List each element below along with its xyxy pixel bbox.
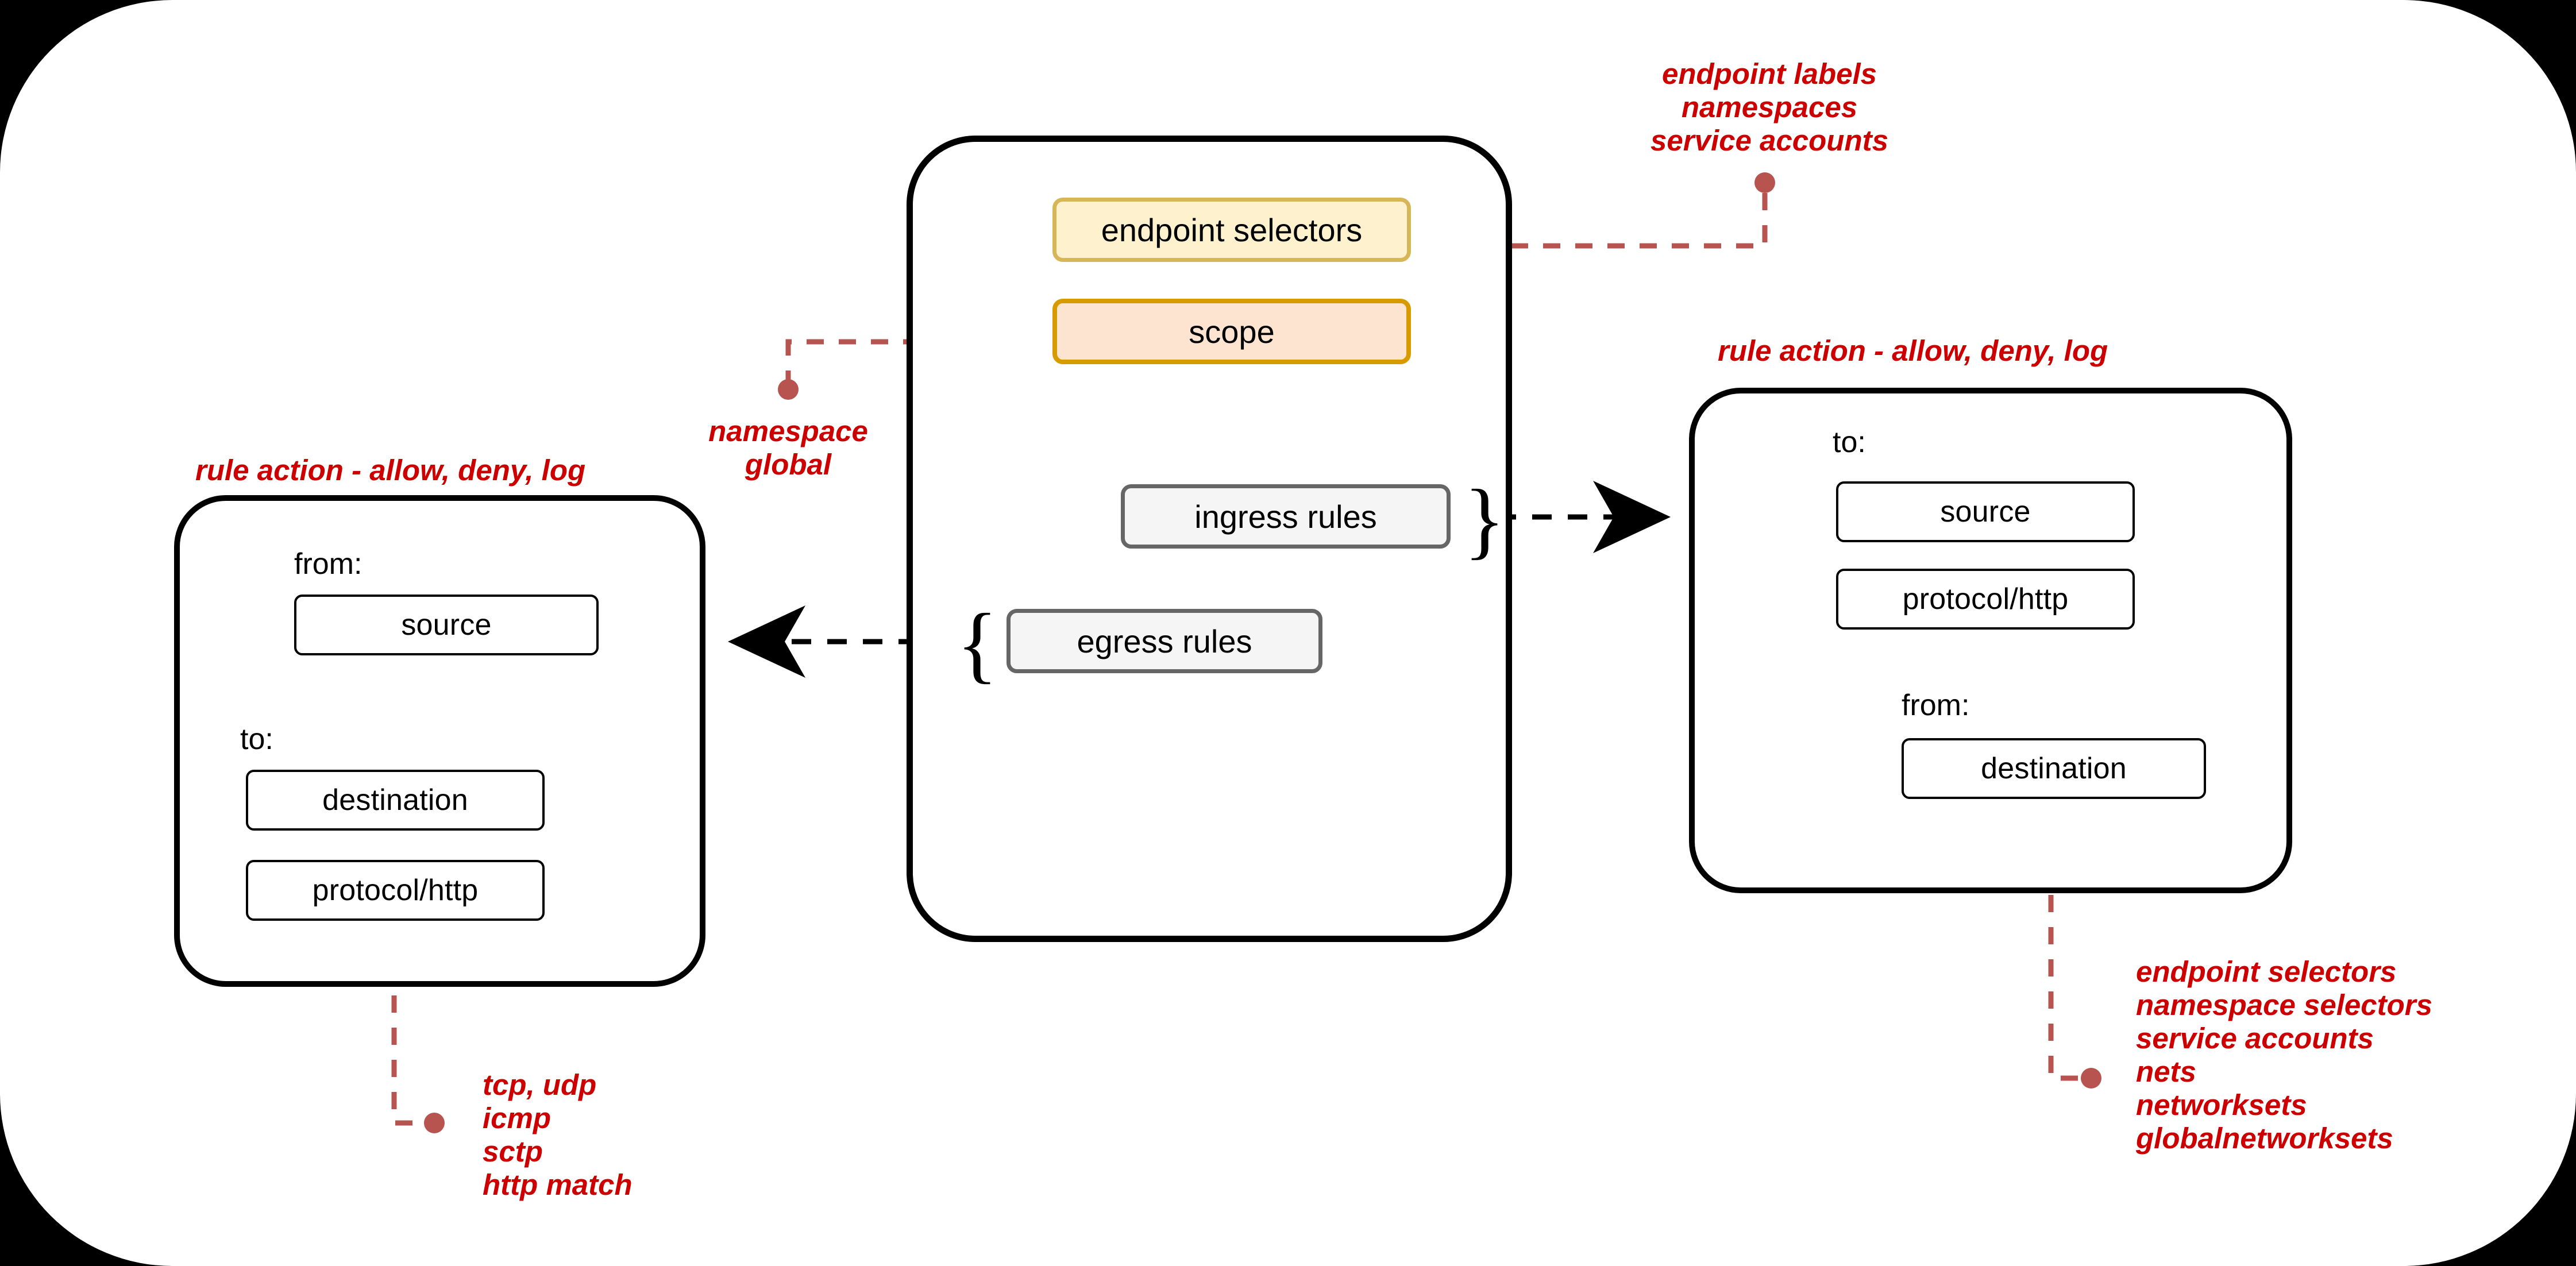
- egress-to-destination-label: destination: [322, 783, 468, 817]
- egress-to-label: to:: [240, 723, 273, 756]
- endpoint-selectors-note: endpoint labels namespaces service accou…: [1651, 57, 1888, 157]
- ingress-rule-action-annotation: rule action - allow, deny, log: [1718, 334, 2108, 367]
- ingress-from-label: from:: [1902, 689, 1970, 722]
- egress-rule-action-annotation: rule action - allow, deny, log: [195, 454, 586, 487]
- egress-from-source-box[interactable]: source: [294, 595, 599, 655]
- scope-note: namespace global: [708, 415, 868, 481]
- ingress-to-protocol-box[interactable]: protocol/http: [1836, 569, 2135, 630]
- protocol-note: tcp, udp icmp sctp http match: [483, 1068, 633, 1201]
- egress-rules-box[interactable]: egress rules: [1007, 609, 1322, 673]
- egress-from-label: from:: [294, 547, 363, 581]
- ingress-rule-box: [1689, 388, 2292, 893]
- ingress-brace-icon: }: [1464, 472, 1505, 568]
- egress-rule-box: [174, 495, 705, 987]
- ingress-rules-label: ingress rules: [1194, 498, 1377, 535]
- egress-to-protocol-box[interactable]: protocol/http: [246, 860, 545, 921]
- scope-label: scope: [1189, 313, 1275, 350]
- egress-from-source-label: source: [401, 608, 492, 642]
- ingress-to-label: to:: [1833, 426, 1866, 459]
- egress-brace-icon: {: [957, 596, 998, 692]
- ingress-to-protocol-label: protocol/http: [1902, 582, 2069, 616]
- egress-to-protocol-label: protocol/http: [312, 874, 479, 907]
- ingress-to-source-box[interactable]: source: [1836, 481, 2135, 542]
- egress-rules-label: egress rules: [1077, 623, 1252, 659]
- endpoint-selectors-box[interactable]: endpoint selectors: [1052, 198, 1411, 262]
- ingress-to-source-label: source: [1940, 495, 2031, 528]
- scope-box[interactable]: scope: [1052, 299, 1411, 364]
- endpoint-selectors-label: endpoint selectors: [1101, 211, 1363, 248]
- ingress-rules-box[interactable]: ingress rules: [1121, 484, 1451, 549]
- destination-note: endpoint selectors namespace selectors s…: [2136, 955, 2432, 1155]
- ingress-from-destination-label: destination: [1981, 752, 2127, 785]
- egress-to-destination-box[interactable]: destination: [246, 770, 545, 831]
- ingress-from-destination-box[interactable]: destination: [1902, 738, 2206, 799]
